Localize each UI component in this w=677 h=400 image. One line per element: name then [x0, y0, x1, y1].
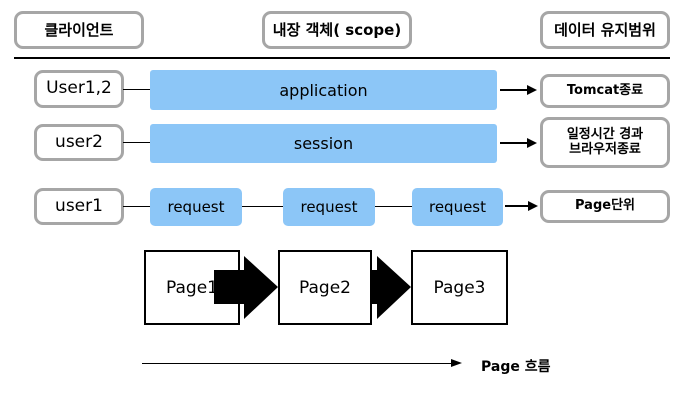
client-box-user1-2: User1,2: [34, 70, 124, 108]
page-box-3: Page3: [411, 250, 508, 325]
header-box-scope: 내장 객체( scope): [262, 11, 412, 49]
arrow-application-to-tomcat-line: [500, 89, 528, 91]
scope-bar-session: session: [150, 124, 497, 163]
client-box-user2: user2: [34, 124, 124, 161]
lifetime-box-tomcat: Tomcat종료: [540, 74, 670, 108]
arrow-application-to-tomcat-head: [527, 85, 537, 95]
page-flow-arrow-line: [142, 363, 452, 364]
scope-bar-request-1: request: [150, 188, 242, 226]
connector-user1-2-to-application: [123, 89, 151, 90]
page-box-2: Page2: [278, 250, 372, 325]
scope-bar-request-3: request: [412, 188, 503, 226]
connector-request1-to-request2: [242, 206, 283, 207]
header-box-client: 클라이언트: [14, 11, 144, 49]
connector-user1-to-request1: [123, 206, 151, 207]
lifetime-box-page-unit: Page단위: [540, 190, 670, 223]
block-arrow-page2-to-page3: [214, 256, 278, 319]
client-box-user1: user1: [34, 188, 124, 225]
arrow-request-to-page-unit-head: [528, 201, 538, 211]
arrow-session-to-lifetime-line: [500, 142, 528, 144]
arrow-request-to-page-unit-line: [505, 205, 529, 207]
page-flow-arrow-head: [451, 359, 462, 367]
header-box-lifetime: 데이터 유지범위: [540, 11, 670, 49]
connector-user2-to-session: [123, 142, 151, 143]
scope-bar-request-2: request: [283, 188, 375, 226]
page-flow-label: Page 흐름: [481, 359, 551, 375]
header-divider: [14, 57, 670, 59]
arrow-session-to-lifetime-head: [527, 138, 537, 148]
scope-bar-application: application: [150, 70, 497, 110]
connector-request2-to-request3: [375, 206, 412, 207]
lifetime-box-session: 일정시간 경과 브라우저종료: [540, 117, 670, 168]
